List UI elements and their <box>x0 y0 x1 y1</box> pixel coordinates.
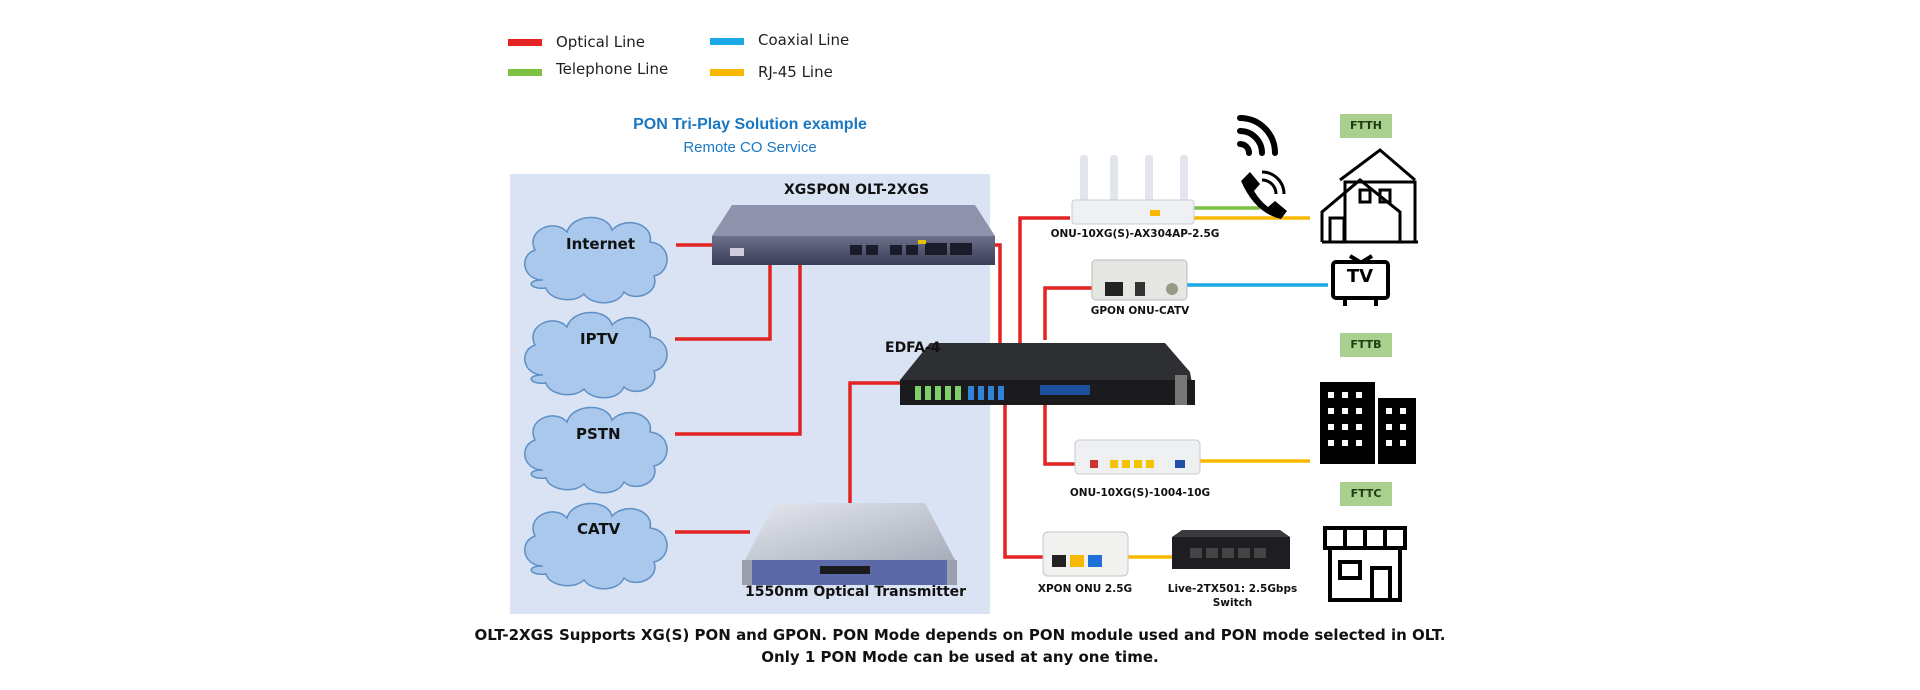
onu-catv-label: GPON ONU-CATV <box>1090 305 1190 317</box>
diagram-title: PON Tri-Play Solution example <box>633 116 867 133</box>
switch-label-line1: Live-2TX501: 2.5Gbps <box>1167 583 1298 595</box>
onu-1004-device <box>1074 439 1201 475</box>
source-internet-label: Internet <box>566 235 636 253</box>
switch-label-line2: Switch <box>1212 597 1253 609</box>
transmitter-label: 1550nm Optical Transmitter <box>745 584 967 600</box>
onu-1004-label: ONU-10XG(S)-1004-10G <box>1069 487 1211 499</box>
onu-catv-device <box>1091 259 1188 301</box>
tv-icon <box>1331 254 1390 306</box>
legend-label-coaxial: Coaxial Line <box>758 31 850 49</box>
legend-swatch-telephone <box>508 69 542 76</box>
source-catv-label: CATV <box>577 520 621 538</box>
source-pstn-label: PSTN <box>576 425 621 443</box>
tag-ftth: FTTH <box>1340 114 1392 138</box>
legend-label-telephone: Telephone Line <box>556 60 669 78</box>
diagram-subtitle: Remote CO Service <box>683 139 817 156</box>
wifi-icon <box>1237 115 1278 156</box>
switch-device <box>1172 530 1290 569</box>
legend-label-optical: Optical Line <box>556 33 646 51</box>
rj45-lines <box>1128 216 1310 559</box>
footer-line-1: OLT-2XGS Supports XG(S) PON and GPON. PO… <box>474 626 1446 644</box>
source-iptv-label: IPTV <box>580 330 619 348</box>
edfa-label: EDFA-4 <box>885 340 941 356</box>
olt-label: XGSPON OLT-2XGS <box>784 182 930 198</box>
xpon-onu-device <box>1042 531 1129 577</box>
tag-fttc: FTTC <box>1340 482 1392 506</box>
legend-swatch-coaxial <box>710 38 744 45</box>
cloud-shapes <box>524 216 668 590</box>
onu-ax-router <box>1071 155 1195 225</box>
building-icon <box>1320 382 1416 464</box>
xpon-onu-label: XPON ONU 2.5G <box>1037 583 1133 595</box>
optical-lines-co <box>675 216 1092 559</box>
shop-icon <box>1323 526 1407 602</box>
legend-swatch-optical <box>508 39 542 46</box>
edfa-device <box>900 343 1195 405</box>
footer-line-2: Only 1 PON Mode can be used at any one t… <box>761 648 1159 666</box>
house-icon <box>1320 148 1418 244</box>
legend-label-rj45: RJ-45 Line <box>758 63 833 81</box>
transmitter-device <box>742 503 957 585</box>
tv-icon-text: TV <box>1346 266 1374 287</box>
phone-icon <box>1241 170 1287 219</box>
onu-ax-label: ONU-10XG(S)-AX304AP-2.5G <box>1050 228 1220 240</box>
legend-swatch-rj45 <box>710 69 744 76</box>
olt-device <box>712 205 995 265</box>
tag-fttb: FTTB <box>1340 333 1392 357</box>
